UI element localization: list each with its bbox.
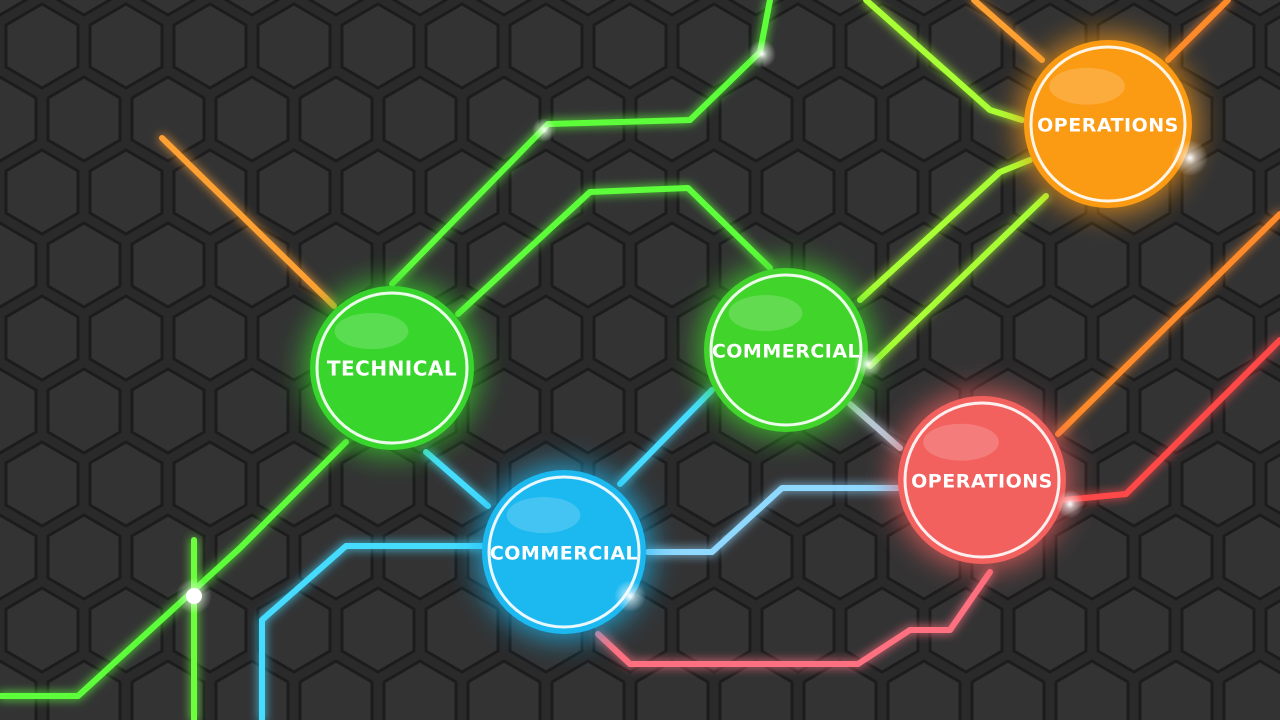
line-green-top [389,0,773,287]
line-lime-top [863,0,1025,123]
node-highlight [923,423,999,461]
node-ring [1029,45,1187,203]
node-circle [704,268,868,432]
flare-icon [854,350,882,378]
node-circle [310,286,474,450]
node-highlight [1049,67,1125,105]
node-ring [903,401,1061,559]
line-green-bottom-left [0,439,349,699]
node-ring [709,273,863,427]
line-cyan-commercial-commercial [617,387,715,487]
node-technical: TECHNICAL [304,280,480,456]
line-cyan-technical-commercial [423,449,491,509]
node-operations-orange: OPERATIONS [1018,34,1198,214]
line-orange-to-technical [159,135,337,309]
line-lime-mid [857,157,1033,303]
flare-icon [1172,140,1208,176]
node-ring [487,475,641,629]
light-flares [176,40,1208,614]
flare-icon [748,40,776,68]
line-grey-commercial-operations [847,401,903,451]
node-operations-red: OPERATIONS [892,390,1072,570]
line-orange-right [1055,211,1280,437]
node-ring [315,291,469,445]
flare-icon [614,580,646,612]
node-circle [1024,40,1192,208]
line-red-right [1061,337,1280,503]
node-label: TECHNICAL [327,357,457,381]
node-label: OPERATIONS [1037,115,1179,137]
node-circle [482,470,646,634]
node-commercial-blue: COMMERCIAL [476,464,652,640]
line-violet-bottom [595,569,993,667]
line-lime-lower [867,193,1049,369]
flare-icon [1056,490,1084,518]
node-label: OPERATIONS [911,471,1053,493]
line-orange-top [971,0,1045,63]
node-highlight [506,497,581,534]
line-orange-top-right [1165,0,1231,63]
node-label: COMMERCIAL [712,341,860,363]
junction-dot [186,588,202,604]
line-green-technical-commercial [455,185,773,317]
line-cyan-left [259,543,485,720]
node-label: COMMERCIAL [490,543,638,565]
node-highlight [334,313,409,350]
node-commercial-green: COMMERCIAL [698,262,874,438]
node-highlight [728,295,803,332]
line-cyan-to-operations [645,485,903,555]
node-circle [898,396,1066,564]
node-layer: TECHNICAL COMMERCIAL COMMERCIAL OPERATIONS O… [304,34,1198,640]
flare-icon [532,118,556,142]
